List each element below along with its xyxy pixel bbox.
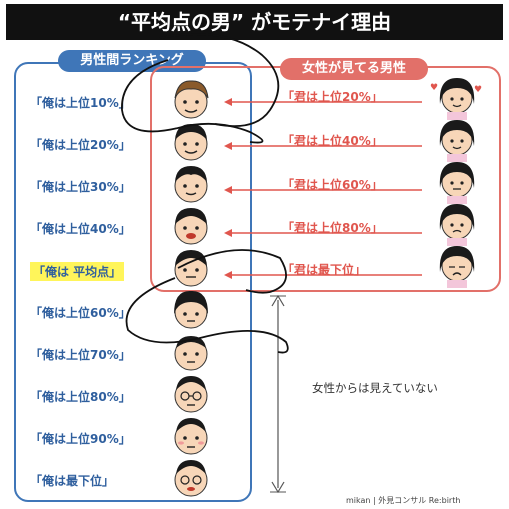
man-face-icon [174, 418, 208, 455]
svg-text:♥: ♥ [474, 85, 482, 95]
credit-text: mikan | 外見コンサル Re:birth [346, 496, 461, 505]
rank-label: 「俺は上位70%」 [30, 348, 131, 362]
rank-label: 「俺は上位60%」 [30, 306, 131, 320]
invisible-note: 女性からは見えていない [312, 381, 438, 395]
left-arrow-icon [224, 142, 422, 150]
women-view-header: 女性が見てる男性 [280, 58, 428, 80]
women-rating-label: 「君は上位40%」 [282, 134, 383, 148]
left-arrow-icon [224, 186, 422, 194]
rank-label: 「俺は上位90%」 [30, 432, 131, 446]
woman-face-icon: ♥♥ [430, 78, 482, 120]
rank-label: 「俺は上位30%」 [30, 180, 131, 194]
rank-label: 「俺は最下位」 [30, 474, 115, 488]
woman-face-icon [439, 162, 475, 204]
rank-label: 「俺は上位10%」 [30, 96, 131, 110]
women-rating-label: 「君は上位80%」 [282, 221, 383, 235]
women-rating-label: 「君は上位60%」 [282, 178, 383, 192]
man-face-icon [174, 250, 208, 287]
woman-face-icon [439, 120, 475, 162]
man-face-icon [174, 460, 208, 497]
rank-label-average: 「俺は 平均点」 [30, 262, 125, 281]
svg-text:♥: ♥ [430, 83, 438, 93]
woman-face-icon [439, 204, 475, 246]
left-arrow-icon [224, 229, 422, 237]
title-banner: “平均点の男” がモテナイ理由 [6, 4, 503, 40]
women-rating-label: 「君は最下位」 [282, 263, 367, 277]
rank-label: 「俺は上位20%」 [30, 138, 131, 152]
women-rating-label: 「君は上位20%」 [282, 90, 383, 104]
man-face-icon [174, 376, 208, 413]
man-face-icon [174, 124, 208, 161]
rank-label: 「俺は上位80%」 [30, 390, 131, 404]
man-face-icon [174, 166, 208, 203]
man-face-icon [174, 290, 208, 329]
range-arrow-icon [270, 294, 286, 494]
man-face-icon [174, 336, 208, 371]
woman-face-icon [439, 246, 475, 288]
man-face-icon [174, 80, 209, 119]
man-face-icon [174, 208, 208, 245]
rank-label: 「俺は上位40%」 [30, 222, 131, 236]
